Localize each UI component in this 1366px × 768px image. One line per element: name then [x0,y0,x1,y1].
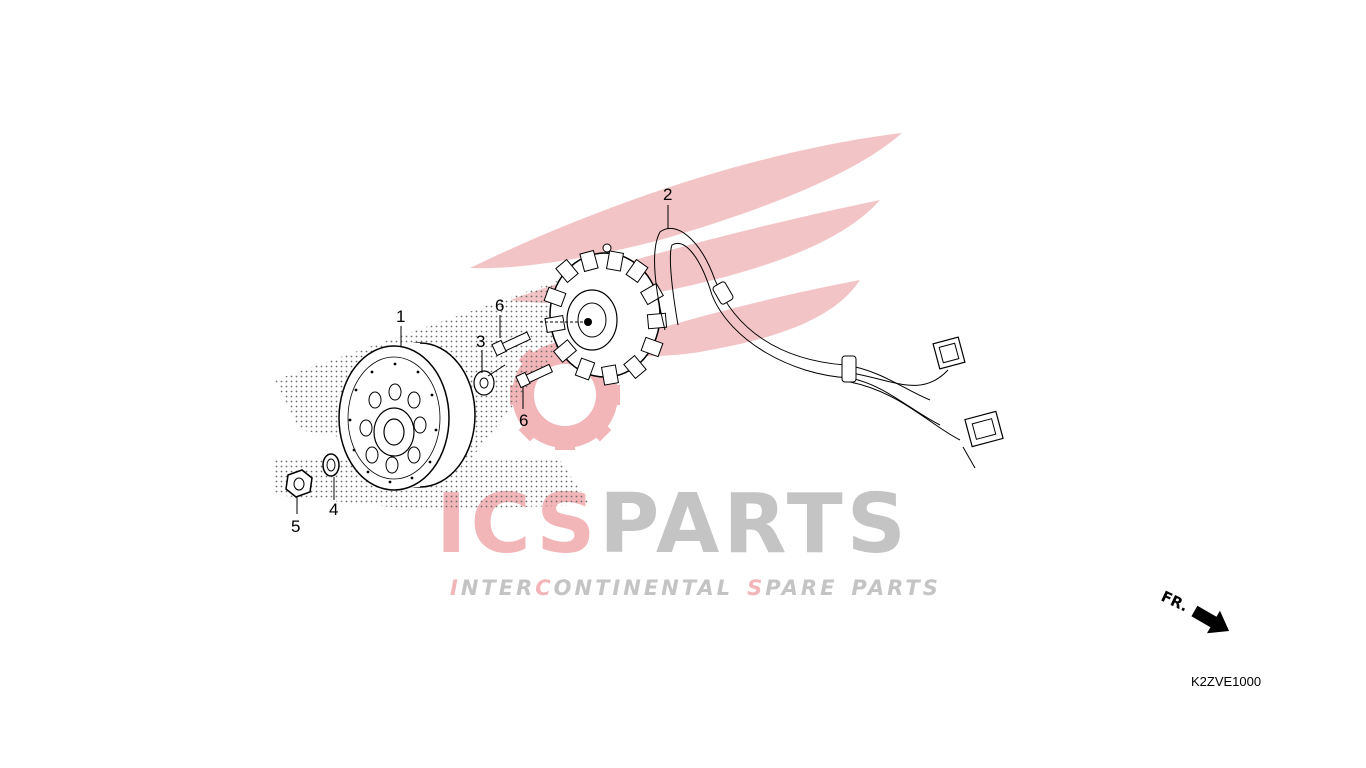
front-label: FR. [1158,587,1191,615]
callout-2[interactable]: 2 [663,185,672,204]
callout-3[interactable]: 3 [476,332,485,351]
callout-6-upper[interactable]: 6 [495,296,504,315]
watermark-brand-suffix: PARTS [599,477,909,572]
watermark-tagline: INTERCONTINENTAL SPARE PARTS [450,576,941,600]
front-direction-indicator: FR. [1158,587,1230,634]
stator-part[interactable] [543,227,1004,469]
washer-4-part[interactable] [322,453,340,477]
callout-4[interactable]: 4 [329,500,338,519]
callout-6-lower[interactable]: 6 [519,411,528,430]
tagline-word: NTER [461,576,535,600]
callout-1[interactable]: 1 [396,307,405,326]
nut-part[interactable] [285,469,313,498]
watermark-brand: ICSPARTS [436,477,910,572]
connector-lower [964,410,1004,448]
washer-3-part[interactable] [473,364,506,396]
tagline-accent: C [535,576,553,600]
tagline-word: PARE [765,576,837,600]
diagram-code: K2ZVE1000 [1191,674,1261,689]
bolt-upper-part[interactable] [491,331,531,357]
bolt-lower-part[interactable] [515,363,554,389]
flywheel-part[interactable] [338,342,476,491]
callout-5[interactable]: 5 [291,517,300,536]
tagline-accent: I [450,576,461,600]
tagline-accent: S [747,576,765,600]
leader-lines [296,205,669,514]
callouts: 1 2 3 4 5 6 6 [291,185,672,536]
arrow-right-icon [1191,605,1230,634]
tagline-word: PARTS [851,576,940,600]
tagline-word: ONTINENTAL [554,576,733,600]
connector-upper [932,336,966,370]
